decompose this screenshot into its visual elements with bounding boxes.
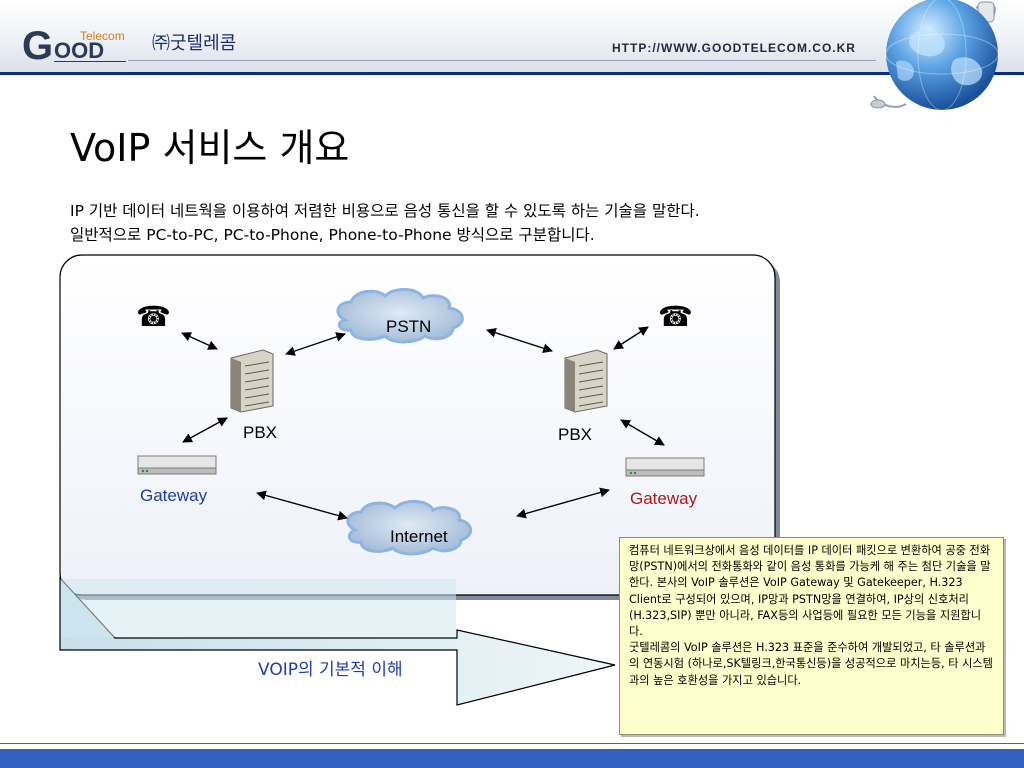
telephone-icon: ☎ (658, 301, 693, 332)
link-gateway-internet-left (256, 490, 348, 521)
pstn-label: PSTN (386, 317, 432, 336)
company-name: ㈜굿텔레콤 (152, 33, 237, 54)
internet-cloud-icon (346, 500, 472, 556)
arrow-icon (59, 576, 616, 706)
link-pbx-gateway-left (182, 417, 228, 443)
intro-line-2: 일반적으로 PC-to-PC, PC-to-Phone, Phone-to-Ph… (70, 226, 595, 244)
header-thin-rule (128, 60, 876, 61)
page-title: VoIP 서비스 개요 (70, 126, 350, 170)
link-pstn-pbx-right (486, 328, 553, 353)
globe-icon (870, 0, 999, 111)
link-phone-pbx-left (181, 332, 218, 350)
description-note: 컴퓨터 네트워크상에서 음성 데이터를 IP 데이터 패킷으로 변환하여 공중 … (619, 537, 1004, 735)
arrow-caption: VOIP의 기본적 이해 (258, 660, 403, 680)
gateway-device-icon (137, 455, 217, 475)
logo-letter-g: G (22, 24, 54, 68)
pbx-label-left: PBX (243, 423, 278, 442)
link-internet-gateway-right (516, 487, 610, 519)
link-pbx-pstn-left (285, 332, 346, 356)
intro-text: IP 기반 데이터 네트웍을 이용하여 저렴한 비용으로 음성 통신을 할 수 … (70, 199, 970, 247)
footer-rule (0, 743, 1024, 744)
pstn-cloud-icon (336, 288, 464, 344)
note-paragraph-2: 굿텔레콤의 VoIP 솔루션은 H.323 표준을 준수하여 개발되었고, 타 … (629, 641, 993, 687)
logo-telecom-text: Telecom (80, 29, 125, 43)
website-url: HTTP://WWW.GOODTELECOM.CO.KR (612, 41, 856, 55)
pbx-icon (564, 349, 608, 413)
pbx-icon (230, 349, 274, 413)
intro-line-1: IP 기반 데이터 네트웍을 이용하여 저렴한 비용으로 음성 통신을 할 수 … (70, 202, 700, 220)
gateway-label-right: Gateway (630, 489, 698, 508)
header-band (0, 0, 1024, 74)
logo-underline (54, 61, 126, 62)
note-paragraph-1: 컴퓨터 네트워크상에서 음성 데이터를 IP 데이터 패킷으로 변환하여 공중 … (629, 544, 991, 639)
logo-letters-ood: OOD (54, 38, 105, 63)
telephone-icon: ☎ (136, 301, 171, 332)
header-rule (0, 72, 1024, 75)
gateway-device-icon (625, 457, 705, 477)
gateway-label-left: Gateway (140, 486, 208, 505)
internet-label: Internet (390, 527, 448, 546)
footer-band (0, 749, 1024, 768)
pbx-label-right: PBX (558, 425, 593, 444)
link-pbx-gateway-right (620, 419, 665, 446)
link-pbx-phone-right (613, 326, 649, 350)
voip-diagram (59, 254, 780, 706)
